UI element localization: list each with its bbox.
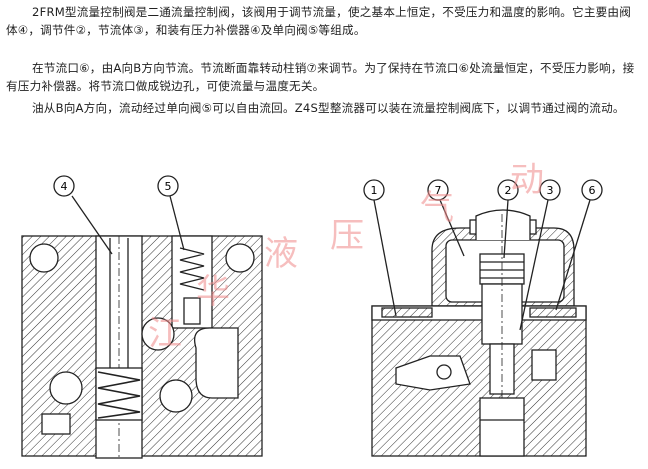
intro-paragraph: 2FRM型流量控制阀是二通流量控制阀，该阀用于调节流量，使之基本上恒定，不受压力… — [6, 5, 632, 37]
check-valve-paragraph: 油从B向A方向，流动经过单向阀⑤可以自由流回。Z4S型整流器可以装在流量控制阀底… — [32, 101, 625, 115]
throttle-paragraph: 在节流口⑥，由A向B方向节流。节流断面靠转动柱销⑦来调节。为了保持在节流口⑥处流… — [6, 61, 635, 93]
watermark-char: 江 — [148, 314, 182, 354]
callout-2: 2 — [497, 179, 519, 201]
callout-6: 6 — [581, 179, 603, 201]
svg-text:2: 2 — [505, 184, 512, 197]
svg-text:3: 3 — [547, 184, 554, 197]
watermark-char: 液 — [264, 234, 298, 274]
watermark-char: 气 — [420, 188, 454, 228]
watermark-char: 华 — [196, 272, 230, 312]
watermark-char: 动 — [510, 160, 544, 200]
callout-1: 1 — [363, 179, 385, 201]
right-valve-drawing — [371, 199, 591, 457]
svg-text:1: 1 — [371, 184, 378, 197]
watermark-char: 压 — [330, 216, 364, 256]
callout-3: 3 — [539, 179, 561, 201]
callout-4: 4 — [53, 175, 75, 197]
callout-5: 5 — [157, 175, 179, 197]
svg-text:7: 7 — [435, 184, 442, 197]
callout-7: 7 — [427, 179, 449, 201]
valve-cross-section-figure: 4 5 1 7 2 3 6 江 华 液 压 气 动 — [0, 158, 648, 465]
svg-text:6: 6 — [589, 184, 596, 197]
left-valve-drawing — [21, 195, 263, 459]
svg-text:4: 4 — [61, 180, 68, 193]
svg-text:5: 5 — [165, 180, 172, 193]
